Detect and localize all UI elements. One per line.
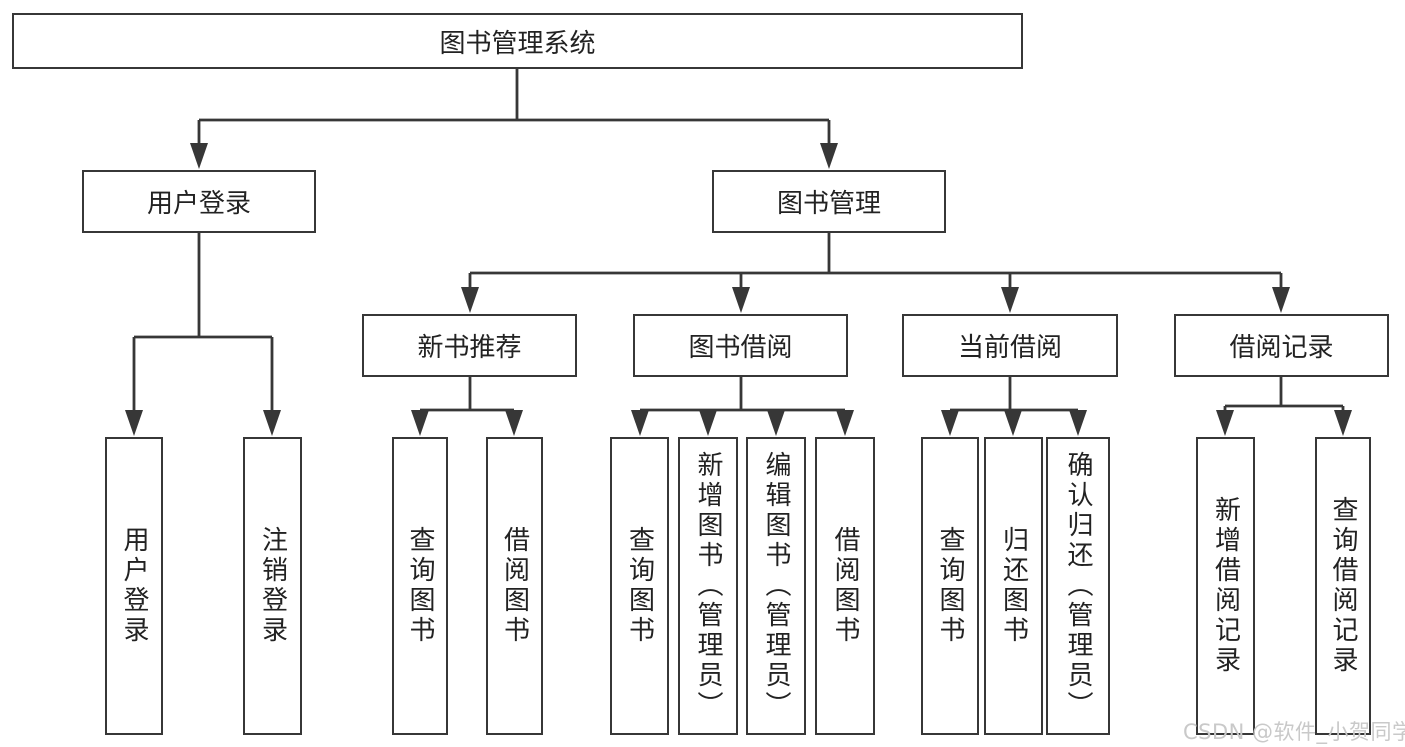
node-func-borrow-books-2-label: 借阅图书 [830, 526, 860, 646]
node-func-user-login-label: 用户登录 [119, 526, 149, 646]
arrowheads [125, 143, 1352, 436]
node-func-add-borrow-record-label: 新增借阅记录 [1210, 496, 1241, 676]
node-module-book-management: 图书管理 [712, 170, 946, 233]
node-func-logout-label: 注销登录 [257, 526, 288, 646]
node-func-add-borrow-record: 新增借阅记录 [1196, 437, 1255, 735]
watermark-text: CSDN @软件_小贺同学 [1183, 720, 1405, 744]
node-submodule-borrow-records-label: 借阅记录 [1229, 333, 1334, 363]
node-submodule-current-borrow-label: 当前借阅 [957, 333, 1062, 363]
node-module-user-login: 用户登录 [82, 170, 316, 233]
node-system-root-label: 图书管理系统 [439, 28, 596, 59]
node-func-return-book: 归还图书 [984, 437, 1043, 735]
node-submodule-new-book-recommend-label: 新书推荐 [417, 333, 522, 363]
node-submodule-book-borrow: 图书借阅 [633, 314, 848, 377]
node-func-return-book-label: 归还图书 [998, 526, 1029, 646]
node-module-book-management-label: 图书管理 [776, 189, 881, 219]
node-submodule-borrow-records: 借阅记录 [1174, 314, 1389, 377]
node-func-logout: 注销登录 [243, 437, 302, 735]
node-submodule-new-book-recommend: 新书推荐 [362, 314, 577, 377]
node-func-add-book-admin-label: 新增图书（管理员） [693, 451, 723, 721]
node-func-query-borrow-record-label: 查询借阅记录 [1328, 496, 1358, 676]
node-func-query-books-3: 查询图书 [921, 437, 979, 735]
node-submodule-current-borrow: 当前借阅 [902, 314, 1118, 377]
node-func-query-books-1-label: 查询图书 [405, 526, 435, 646]
node-func-confirm-return-admin-label: 确认归还（管理员） [1063, 451, 1093, 721]
node-func-query-books-2: 查询图书 [610, 437, 669, 735]
node-func-edit-book-admin-label: 编辑图书（管理员） [761, 451, 791, 721]
node-func-query-books-1: 查询图书 [392, 437, 448, 735]
node-func-query-borrow-record: 查询借阅记录 [1315, 437, 1371, 735]
node-func-edit-book-admin: 编辑图书（管理员） [746, 437, 806, 735]
node-submodule-book-borrow-label: 图书借阅 [688, 333, 793, 363]
node-func-add-book-admin: 新增图书（管理员） [678, 437, 738, 735]
node-func-query-books-3-label: 查询图书 [935, 526, 965, 646]
node-func-confirm-return-admin: 确认归还（管理员） [1046, 437, 1110, 735]
node-func-user-login: 用户登录 [105, 437, 163, 735]
node-func-query-books-2-label: 查询图书 [624, 526, 655, 646]
node-func-borrow-books-1-label: 借阅图书 [499, 526, 530, 646]
node-module-user-login-label: 用户登录 [146, 189, 251, 219]
node-func-borrow-books-1: 借阅图书 [486, 437, 543, 735]
node-func-borrow-books-2: 借阅图书 [815, 437, 875, 735]
node-system-root: 图书管理系统 [12, 13, 1023, 69]
